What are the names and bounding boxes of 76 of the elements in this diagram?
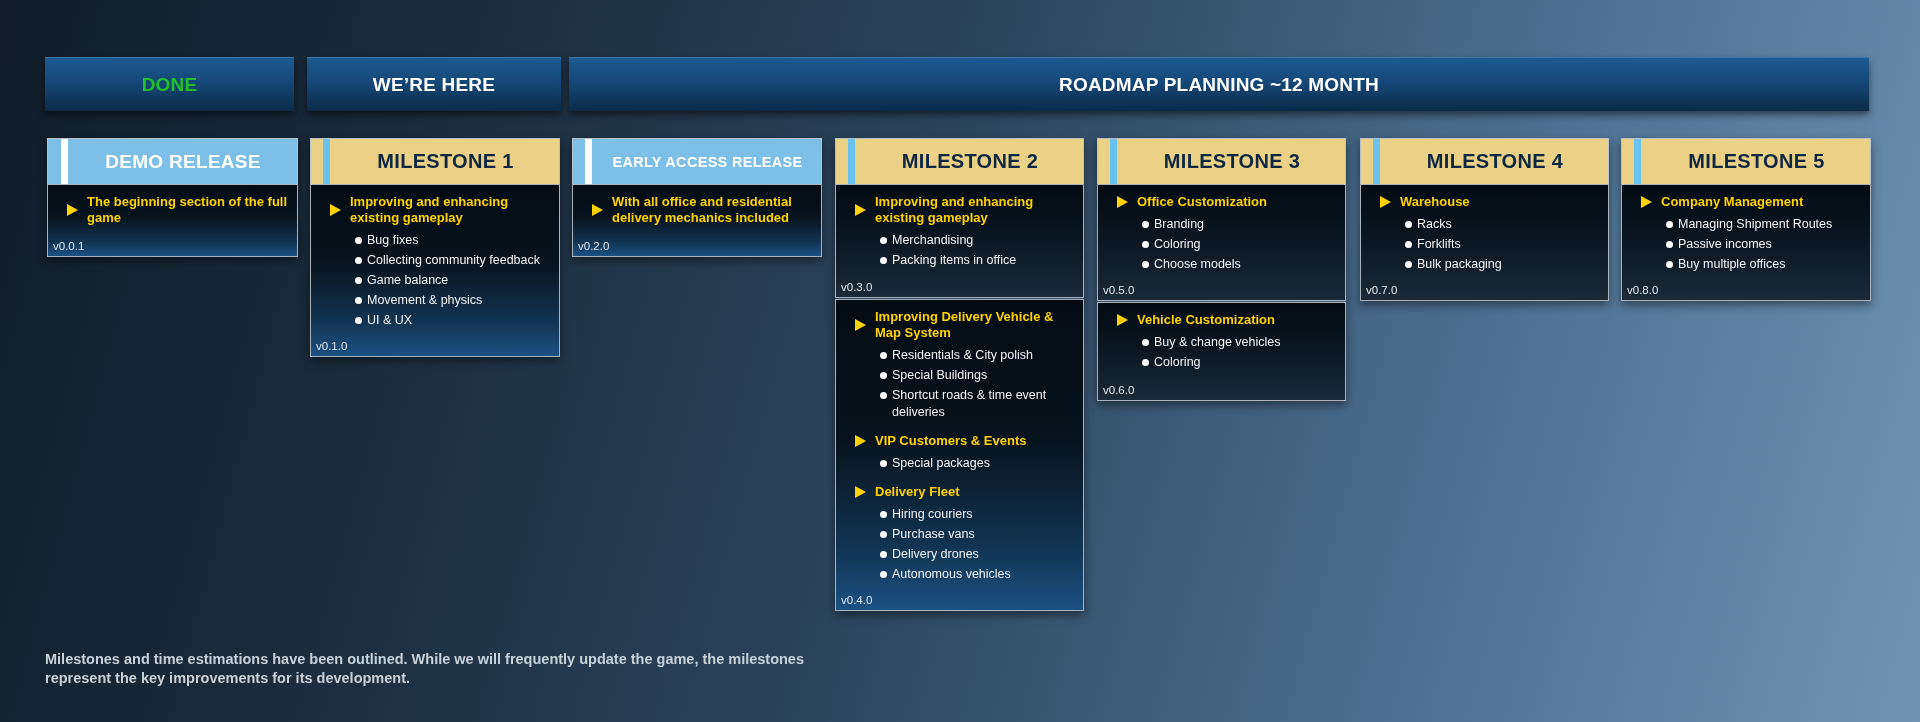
feature-item: Coloring (1154, 354, 1201, 371)
milestone-panel (835, 184, 1084, 298)
section-title: WE’RE HERE (372, 73, 496, 96)
feature-item: Shortcut roads & time event deliveries (892, 387, 1048, 421)
feature-item: Residentials & City polish (892, 347, 1034, 364)
feature-item: Delivery drones (892, 546, 979, 563)
version-label: v0.3.0 (841, 281, 873, 293)
card-title: EARLY ACCESS RELEASE (612, 153, 803, 170)
section-header-bar (307, 57, 561, 111)
card-title: MILESTONE 5 (1688, 150, 1825, 173)
feature-item: Collecting community feedback (367, 252, 540, 269)
feature-item: Bulk packaging (1417, 256, 1502, 273)
feature-item: Buy multiple offices (1678, 256, 1786, 273)
section-title: ROADMAP PLANNING ~12 MONTH (1059, 73, 1379, 96)
feature-heading: Vehicle Customization (1137, 312, 1275, 328)
version-label: v0.0.1 (53, 240, 85, 252)
card-title: MILESTONE 4 (1426, 150, 1564, 173)
card-title: MILESTONE 2 (901, 150, 1039, 173)
feature-item: Managing Shipment Routes (1678, 216, 1833, 233)
version-label: v0.7.0 (1366, 284, 1398, 296)
feature-heading: Office Customization (1137, 194, 1267, 210)
card-title: DEMO RELEASE (105, 150, 261, 173)
version-label: v0.2.0 (578, 240, 610, 252)
feature-item: Bug fixes (367, 232, 419, 249)
milestone-panel (1360, 184, 1609, 301)
feature-heading: Warehouse (1400, 194, 1470, 210)
milestone-card (835, 138, 1084, 611)
feature-item: Autonomous vehicles (892, 566, 1011, 583)
feature-item: Branding (1154, 216, 1205, 233)
milestone-panel (310, 184, 560, 357)
milestone-card (47, 138, 298, 257)
footnote: Milestones and time estimations have been outlined. While we will frequently update the game, the milestones represent the key improvements for its development. (45, 650, 805, 688)
milestone-panel (572, 184, 822, 257)
feature-item: Game balance (367, 272, 449, 289)
feature-item: Racks (1417, 216, 1452, 233)
version-label: v0.4.0 (841, 594, 873, 606)
feature-item: Special packages (892, 455, 990, 472)
section-header-bar (45, 57, 294, 111)
feature-heading: The beginning section of the full game (87, 194, 289, 226)
feature-heading: Improving Delivery Vehicle & Map System (875, 309, 1055, 341)
feature-heading: With all office and residential delivery mechanics included (612, 194, 793, 226)
milestone-card (572, 138, 822, 257)
feature-item: Coloring (1154, 236, 1201, 253)
milestone-panel (835, 299, 1084, 611)
feature-item: Buy & change vehicles (1154, 334, 1281, 351)
feature-item: Forklifts (1417, 236, 1461, 253)
feature-item: Movement & physics (367, 292, 483, 309)
feature-heading: Company Management (1661, 194, 1804, 210)
milestone-panel (1097, 184, 1346, 301)
version-label: v0.1.0 (316, 340, 348, 352)
card-title: MILESTONE 3 (1163, 150, 1301, 173)
feature-item: Special Buildings (892, 367, 988, 384)
milestone-card (1360, 138, 1609, 301)
milestone-card (1621, 138, 1871, 301)
milestone-card (310, 138, 560, 357)
feature-heading: Delivery Fleet (875, 484, 960, 500)
feature-heading: Improving and enhancing existing gameplay (875, 194, 1035, 226)
feature-item: Choose models (1154, 256, 1241, 273)
feature-item: Packing items in office (892, 252, 1017, 269)
feature-item: UI & UX (367, 312, 413, 329)
feature-item: Merchandising (892, 232, 974, 249)
milestone-panel (47, 184, 298, 257)
feature-item: Purchase vans (892, 526, 975, 543)
feature-item: Hiring couriers (892, 506, 973, 523)
version-label: v0.6.0 (1103, 384, 1135, 396)
card-title: MILESTONE 1 (377, 150, 514, 173)
milestone-card (1097, 138, 1346, 401)
section-header-bar (569, 57, 1869, 111)
milestone-panel (1621, 184, 1871, 301)
section-title: DONE (141, 73, 198, 96)
feature-heading: VIP Customers & Events (875, 433, 1027, 449)
feature-item: Passive incomes (1678, 236, 1772, 253)
milestone-panel (1097, 302, 1346, 401)
feature-heading: Improving and enhancing existing gameplay (350, 194, 510, 226)
version-label: v0.5.0 (1103, 284, 1135, 296)
version-label: v0.8.0 (1627, 284, 1659, 296)
